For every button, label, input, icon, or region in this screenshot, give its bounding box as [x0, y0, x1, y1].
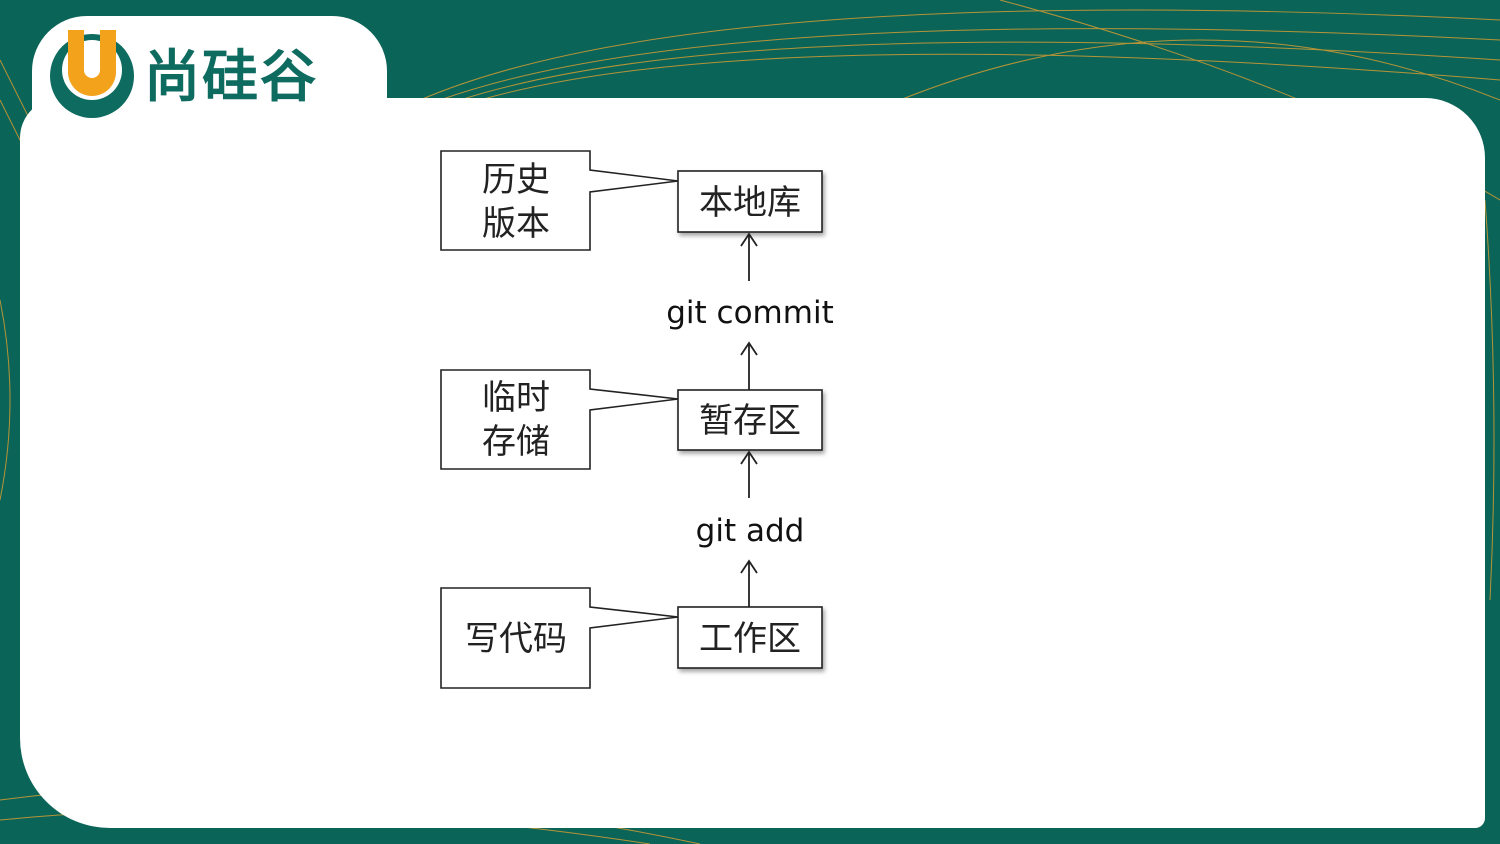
arrow-add-to-staging	[740, 450, 758, 498]
box-staging	[677, 389, 823, 451]
arrow-commit-to-repo	[740, 232, 758, 281]
stage-label: 本地库	[699, 183, 801, 223]
logo: 尚硅谷	[44, 24, 318, 120]
arrow-workspace-to-add	[740, 559, 758, 607]
stage-label: 暂存区	[699, 401, 801, 441]
stage-label: 工作区	[699, 619, 801, 659]
note-callout-temp	[440, 369, 679, 470]
box-workspace	[677, 606, 823, 669]
logo-text: 尚硅谷	[144, 43, 318, 110]
box-local-repo	[677, 170, 823, 233]
command-git-commit: git commit	[666, 295, 833, 331]
note-text: 历史	[482, 160, 550, 200]
note-text: 存储	[482, 422, 550, 462]
note-callout-code	[440, 587, 679, 689]
note-text: 临时	[482, 378, 550, 418]
note-callout-history	[440, 150, 679, 251]
note-text: 写代码	[465, 619, 567, 659]
logo-u-icon	[50, 30, 134, 118]
command-git-add: git add	[696, 513, 805, 549]
note-text: 版本	[482, 204, 550, 244]
arrow-staging-to-commit	[740, 341, 758, 390]
